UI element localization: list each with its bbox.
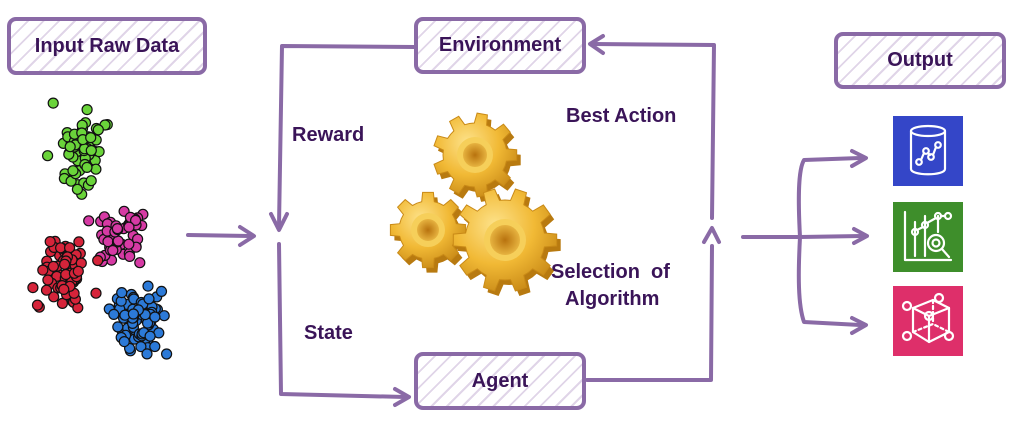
data-point [48, 291, 60, 303]
data-point [56, 297, 69, 309]
blue-cluster [103, 280, 173, 360]
reward-state-path [269, 44, 417, 407]
data-point [40, 284, 53, 296]
environment-label: Environment [438, 34, 562, 56]
gear-small-icon [433, 112, 521, 202]
data-point [72, 265, 84, 277]
output-label: Output [887, 49, 953, 71]
data-point [116, 287, 128, 299]
input-raw-data-label: Input Raw Data [34, 34, 180, 57]
gear-left-icon [389, 191, 470, 273]
data-point [112, 321, 124, 333]
analytics-tile [893, 202, 963, 272]
data-point [47, 260, 60, 272]
data-point [90, 163, 102, 175]
data-point [123, 238, 135, 250]
cube-network-icon [901, 292, 955, 344]
analytics-magnifier-icon [903, 210, 953, 262]
data-point [108, 308, 120, 320]
data-point [90, 287, 102, 299]
data-point [143, 293, 155, 305]
data-point [73, 236, 85, 248]
data-point [92, 254, 104, 267]
output-box: Output [834, 32, 1006, 89]
data-point [141, 348, 153, 360]
data-point [81, 161, 93, 173]
data-point [123, 221, 135, 233]
reward-label: Reward [292, 124, 365, 146]
green-cluster [41, 97, 113, 200]
data-point [142, 280, 154, 292]
data-point [92, 124, 104, 136]
agent-box: Agent [414, 352, 586, 410]
gear-large-icon [452, 188, 561, 296]
data-point [149, 311, 161, 323]
red-cluster [27, 235, 104, 314]
agent-label: Agent [471, 369, 529, 392]
data-point [41, 150, 54, 162]
state-label: State [304, 322, 353, 344]
data-point [111, 223, 124, 235]
data-point [130, 214, 142, 226]
data-point [134, 257, 146, 269]
gears-illustration [389, 112, 561, 296]
data-point [161, 348, 173, 360]
database-chart-icon [909, 124, 947, 176]
data-point [81, 103, 93, 116]
data-point [155, 285, 168, 297]
data-point [85, 132, 97, 144]
data-point [127, 308, 139, 320]
data-point [144, 330, 156, 342]
data-point [37, 264, 49, 276]
data-point [67, 165, 79, 177]
data-point [58, 258, 71, 270]
data-point [71, 183, 84, 195]
data-point [63, 242, 76, 254]
data-point [124, 250, 136, 262]
data-point [149, 340, 161, 353]
environment-box: Environment [414, 17, 586, 74]
database-chart-tile [893, 116, 963, 186]
input-arrow [186, 225, 256, 247]
data-point [58, 283, 70, 295]
data-point [64, 141, 76, 153]
data-point [118, 336, 130, 348]
output-arrows [741, 149, 869, 335]
data-point [42, 274, 54, 286]
data-point [107, 244, 119, 257]
algorithm-label: Algorithm [565, 288, 660, 310]
best-action-label: Best Action [566, 105, 677, 127]
selection-of-label: Selection of [551, 261, 670, 283]
input-raw-data-box: Input Raw Data [7, 17, 207, 75]
data-point [47, 97, 59, 109]
cube-network-tile [893, 286, 963, 356]
data-point [135, 341, 147, 353]
data-point [85, 175, 97, 187]
data-point [44, 236, 56, 248]
action-path [585, 34, 721, 382]
data-point [27, 282, 39, 294]
raw-data-scatter [27, 97, 173, 360]
data-point [83, 215, 95, 227]
data-point [85, 144, 97, 157]
data-point [158, 310, 170, 322]
data-point [31, 299, 44, 311]
